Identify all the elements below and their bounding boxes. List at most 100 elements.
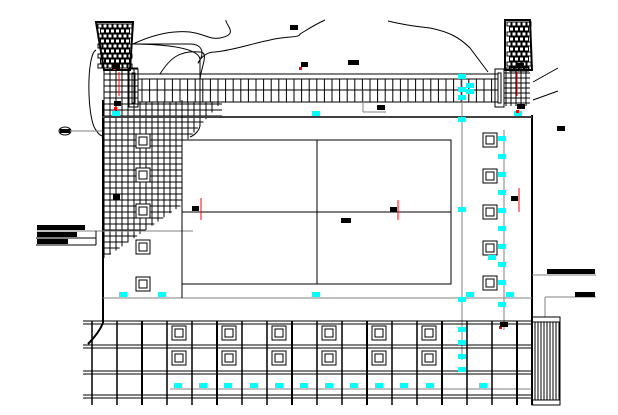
cyan-marker (488, 255, 496, 260)
planter (371, 325, 387, 341)
legend-entry (37, 225, 85, 230)
cyan-marker (458, 117, 466, 122)
cyan-marker (174, 383, 182, 388)
red-marker (499, 326, 502, 329)
cyan-marker (458, 207, 466, 212)
label-block (290, 25, 298, 30)
cyan-marker (498, 244, 506, 249)
contour-line (159, 51, 205, 81)
label-block (192, 206, 199, 211)
label-block (377, 105, 385, 110)
contour-line (88, 49, 103, 137)
cyan-markers (112, 74, 522, 388)
label-block (517, 104, 525, 109)
label-block (500, 322, 508, 327)
cyan-marker (458, 340, 466, 345)
planter (421, 350, 437, 366)
contour-line (532, 90, 559, 101)
planter (135, 133, 151, 149)
cyan-marker (498, 208, 506, 213)
cyan-marker (498, 136, 506, 141)
contour-line (132, 19, 231, 45)
planter (135, 239, 151, 255)
contour-line (532, 67, 559, 83)
cyan-marker (458, 354, 466, 359)
cyan-marker (498, 190, 506, 195)
label-block (575, 292, 595, 297)
cyan-marker (498, 280, 506, 285)
planter (482, 132, 498, 148)
red-marker (299, 67, 302, 70)
cyan-marker (498, 302, 506, 307)
cyan-marker (458, 367, 466, 372)
cyan-marker (250, 383, 258, 388)
planter (271, 325, 287, 341)
cyan-marker (312, 292, 320, 297)
cyan-marker (300, 383, 308, 388)
cyan-marker (458, 74, 466, 79)
planter (321, 350, 337, 366)
label-block (557, 126, 565, 131)
cyan-marker (426, 383, 434, 388)
label-block (112, 64, 120, 69)
legend-entry (37, 239, 68, 244)
planter (421, 325, 437, 341)
red-marker (114, 107, 117, 110)
stairs (531, 316, 561, 406)
bottom-pergola-grid (83, 320, 532, 405)
planter (171, 350, 187, 366)
cyan-marker (466, 83, 474, 88)
planter (482, 204, 498, 220)
label-block (547, 269, 595, 274)
contour-lines (88, 19, 559, 138)
cyan-marker (199, 383, 207, 388)
cyan-marker (498, 154, 506, 159)
cyan-marker (458, 297, 466, 302)
legend (36, 225, 97, 246)
legend-entry (37, 232, 77, 237)
planter (135, 203, 151, 219)
cyan-marker (498, 172, 506, 177)
cyan-marker (479, 383, 487, 388)
planter (135, 167, 151, 183)
planter (221, 350, 237, 366)
cyan-marker (458, 95, 466, 100)
label-block (341, 218, 351, 223)
cyan-marker (506, 292, 514, 297)
planters (135, 132, 498, 366)
cyan-marker (112, 111, 120, 116)
label-block (511, 196, 518, 201)
label-block (516, 63, 524, 68)
label-block (390, 207, 397, 212)
cyan-marker (375, 383, 383, 388)
planter (321, 325, 337, 341)
tennis-court (181, 100, 452, 298)
cyan-marker (224, 383, 232, 388)
cyan-marker (350, 383, 358, 388)
planter (482, 275, 498, 291)
planter (371, 350, 387, 366)
cyan-marker (466, 89, 474, 94)
cyan-marker (458, 327, 466, 332)
contour-line (387, 20, 489, 73)
planter (221, 325, 237, 341)
label-blocks (112, 25, 595, 327)
planter (171, 325, 187, 341)
label-block (113, 194, 120, 200)
red-markers (113, 67, 520, 329)
label-block (114, 101, 121, 106)
cyan-marker (119, 292, 127, 297)
top-paving-band (128, 68, 505, 108)
stone-column-left (94, 21, 135, 71)
cyan-marker (498, 262, 506, 267)
section-marker-icon (58, 126, 72, 136)
label-block (301, 62, 308, 67)
cyan-marker (325, 383, 333, 388)
cyan-marker (400, 383, 408, 388)
planter (271, 350, 287, 366)
left-paving-grid (103, 67, 222, 258)
cyan-marker (498, 226, 506, 231)
cyan-marker (275, 383, 283, 388)
contour-line (133, 19, 326, 64)
